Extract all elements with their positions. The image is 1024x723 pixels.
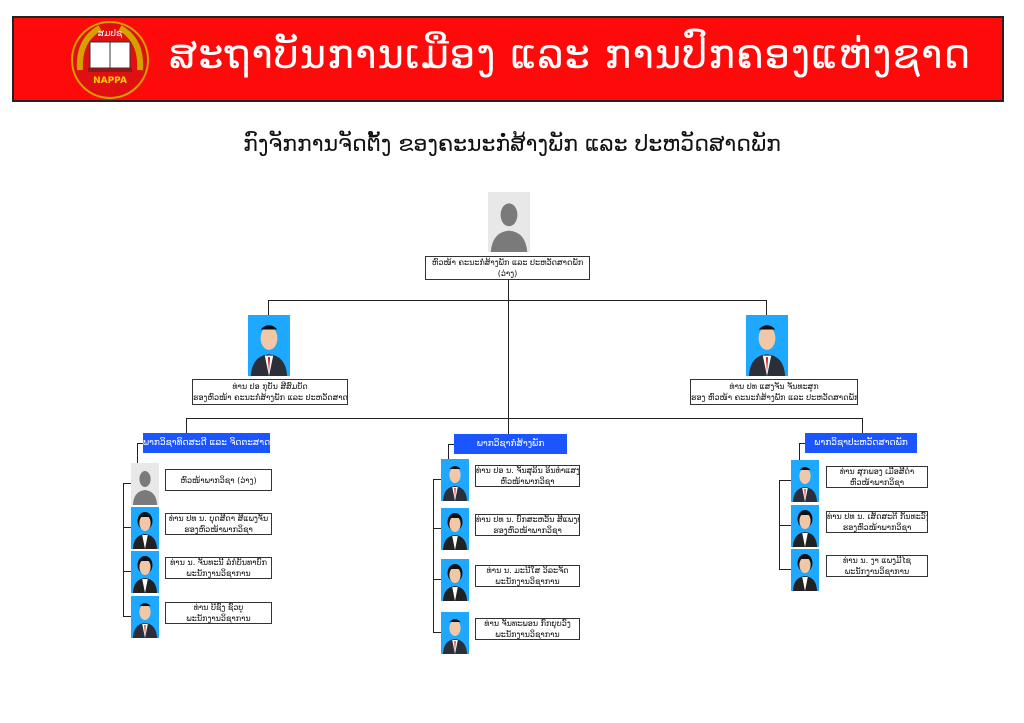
connector-line xyxy=(799,443,805,444)
box-line2: ພະນັກງານວິຊາການ xyxy=(186,569,251,578)
department-header: ພາກວິຊາທິດສະດີ ແລະ ຈິດຕະສາດ xyxy=(143,433,270,453)
member-box: ຫົວໜ້າພາກວິຊາ (ວ່າງ) xyxy=(165,469,272,491)
department-header: ພາກວິຊາກໍ່ສ້າງພັກ xyxy=(454,434,567,454)
member-box: ທ່ານ ບີຊົງ ຊົວບູພະນັກງານວິຊາການ xyxy=(165,602,272,624)
box-line1: ທ່ານ ບີຊົງ ຊົວບູ xyxy=(193,603,244,612)
person-photo xyxy=(441,508,469,550)
box-line1: ທ່ານ ນ. ມະນີໃສ ວິລະຈັດ xyxy=(486,566,569,575)
box-line2: ຮອງຫົວໜ້າພາກວິຊາ xyxy=(184,525,253,534)
connector-line xyxy=(268,300,269,316)
member-box: ທ່ານ ປທ ນ. ເສັດສະຕີ ກັນທະວົງຮອງຫົວໜ້າພາກ… xyxy=(826,511,928,533)
member-box: ທ່ານ ນ. ມະນີໃສ ວິລະຈັດພະນັກງານວິຊາການ xyxy=(475,565,580,587)
box-line2: ຮອງຫົວໜ້າພາກວິຊາ xyxy=(493,526,562,535)
member-box: ທ່ານ ນ. ຈັນທະນີ ລໍກໍບັນທາບົກພະນັກງານວິຊາ… xyxy=(165,557,272,579)
placeholder-avatar-icon xyxy=(131,463,159,505)
connector-line xyxy=(779,480,791,481)
connector-line xyxy=(186,418,863,419)
box-line1: ທ່ານ ປອ ກຸບັນ ສີສົມບັດ xyxy=(232,382,308,391)
box-line1: ທ່ານ ປອ ນ. ຈັນສຸລິນ ອິນທຳແສງ xyxy=(476,466,580,475)
box-line2: ຫົວໜ້າພາກວິຊາ xyxy=(500,477,555,486)
member-box: ທ່ານ ປອ ນ. ຈັນສຸລິນ ອິນທຳແສງຫົວໜ້າພາກວິຊ… xyxy=(475,465,580,487)
svg-text:ສມປຊ: ສມປຊ xyxy=(98,29,123,39)
box-line1: ທ່ານ ປທ ນ. ເສັດສະຕີ ກັນທະວົງ xyxy=(827,512,928,521)
connector-line xyxy=(433,479,434,633)
header-banner: ສມປຊ NAPPA ສະຖາບັນການເມືອງ ແລະ ການປົກຄອງ… xyxy=(12,16,1004,102)
head-position-box: ຫົວໜ້າ ຄະນະກໍ່ສ້າງພັກ ແລະ ປະຫວັດສາດພັກ (ວ… xyxy=(425,256,590,280)
person-photo xyxy=(791,505,819,547)
box-line1: ທ່ານ ປທ ແສງຈັນ ຈັນທະສູກ xyxy=(729,382,819,391)
nappa-logo: ສມປຊ NAPPA xyxy=(70,20,150,100)
box-line2: ຫົວໜ້າພາກວິຊາ xyxy=(849,478,905,487)
box-line2: (ວ່າງ) xyxy=(497,269,518,278)
svg-text:NAPPA: NAPPA xyxy=(93,76,127,86)
connector-line xyxy=(779,525,791,526)
box-line1: ຫົວໜ້າ ຄະນະກໍ່ສ້າງພັກ ແລະ ປະຫວັດສາດພັກ xyxy=(431,258,584,267)
connector-line xyxy=(123,483,124,617)
box-line1: ທ່ານ ນ. ງາ ແພງມີໄຊ xyxy=(842,556,912,565)
box-line1: ທ່ານ ປທ ນ. ບຸດສີດາ ສີແພງຈັນ xyxy=(168,514,269,523)
connector-line xyxy=(433,632,441,633)
connector-line xyxy=(433,579,441,580)
deputy-box-1: ທ່ານ ປອ ກຸບັນ ສີສົມບັດຮອງຫົວໜ້າ ຄະນະກໍ່ສ… xyxy=(192,379,348,405)
person-photo xyxy=(441,459,469,501)
person-photo xyxy=(441,559,469,601)
person-photo xyxy=(746,315,788,376)
department-header: ພາກວິຊາປະຫວັດສາດພັກ xyxy=(805,433,917,453)
person-photo xyxy=(248,315,290,376)
connector-line xyxy=(779,569,791,570)
person-photo xyxy=(131,596,159,638)
member-box: ທ່ານ ປທ ນ. ບຸດສີດາ ສີແພງຈັນຮອງຫົວໜ້າພາກວ… xyxy=(165,513,272,535)
connector-line xyxy=(123,527,131,528)
connector-line xyxy=(508,418,509,434)
member-box: ທ່ານ ສຸກພອງ ເມືອສີດຳຫົວໜ້າພາກວິຊາ xyxy=(826,466,928,488)
placeholder-avatar-icon xyxy=(488,192,530,252)
connector-line xyxy=(433,479,441,480)
institution-title: ສະຖາບັນການເມືອງ ແລະ ການປົກຄອງແຫ່ງຊາດ xyxy=(169,32,972,78)
connector-line xyxy=(137,443,143,444)
person-photo xyxy=(131,551,159,593)
connector-line xyxy=(123,483,131,484)
box-line1: ຫົວໜ້າພາກວິຊາ (ວ່າງ) xyxy=(180,475,257,485)
connector-line xyxy=(766,300,767,316)
member-box: ທ່ານ ຈັນທະພອນ ກົກຍຸບວົງພະນັກງານວິຊາການ xyxy=(475,618,580,640)
connector-line xyxy=(186,418,187,433)
person-photo xyxy=(441,612,469,654)
box-line2: ຮອງຫົວໜ້າພາກວິຊາ xyxy=(842,523,912,532)
connector-line xyxy=(268,300,767,301)
connector-line xyxy=(137,443,138,463)
box-line1: ທ່ານ ປທ ນ. ບົກສະຫວັນ ສີແພງທານ xyxy=(476,515,579,524)
connector-line xyxy=(508,280,509,420)
person-photo xyxy=(131,507,159,549)
member-box: ທ່ານ ປທ ນ. ບົກສະຫວັນ ສີແພງທານຮອງຫົວໜ້າພາ… xyxy=(475,514,580,536)
connector-line xyxy=(799,443,800,460)
connector-line xyxy=(448,444,454,445)
deputy-box-2: ທ່ານ ປທ ແສງຈັນ ຈັນທະສູກຮອງ ຫົວໜ້າ ຄະນະກໍ… xyxy=(690,379,858,405)
connector-line xyxy=(448,444,449,459)
box-line2: ພະນັກງານວິຊາການ xyxy=(186,614,251,623)
box-line1: ທ່ານ ສຸກພອງ ເມືອສີດຳ xyxy=(839,467,915,476)
box-line2: ຮອງຫົວໜ້າ ຄະນະກໍ່ສ້າງພັກ ແລະ ປະຫວັດສາດພັ… xyxy=(193,393,348,402)
person-photo xyxy=(791,460,819,502)
connector-line xyxy=(123,571,131,572)
member-box: ທ່ານ ນ. ງາ ແພງມີໄຊພະນັກງານວິຊາການ xyxy=(826,555,928,577)
box-line2: ຮອງ ຫົວໜ້າ ຄະນະກໍ່ສ້າງພັກ ແລະ ປະຫວັດສາດພ… xyxy=(691,393,858,402)
person-photo xyxy=(791,549,819,591)
chart-title: ກົງຈັກການຈັດຕັ້ງ ຂອງຄະນະກໍ່ສ້າງພັກ ແລະ ປ… xyxy=(243,132,781,157)
box-line2: ພະນັກງານວິຊາການ xyxy=(844,567,910,576)
box-line1: ທ່ານ ນ. ຈັນທະນີ ລໍກໍບັນທາບົກ xyxy=(170,558,267,567)
connector-line xyxy=(433,528,441,529)
box-line2: ພະນັກງານວິຊາການ xyxy=(495,630,560,639)
connector-line xyxy=(862,418,863,433)
box-line1: ທ່ານ ຈັນທະພອນ ກົກຍຸບວົງ xyxy=(484,619,571,628)
connector-line xyxy=(123,616,131,617)
box-line2: ພະນັກງານວິຊາການ xyxy=(495,577,560,586)
